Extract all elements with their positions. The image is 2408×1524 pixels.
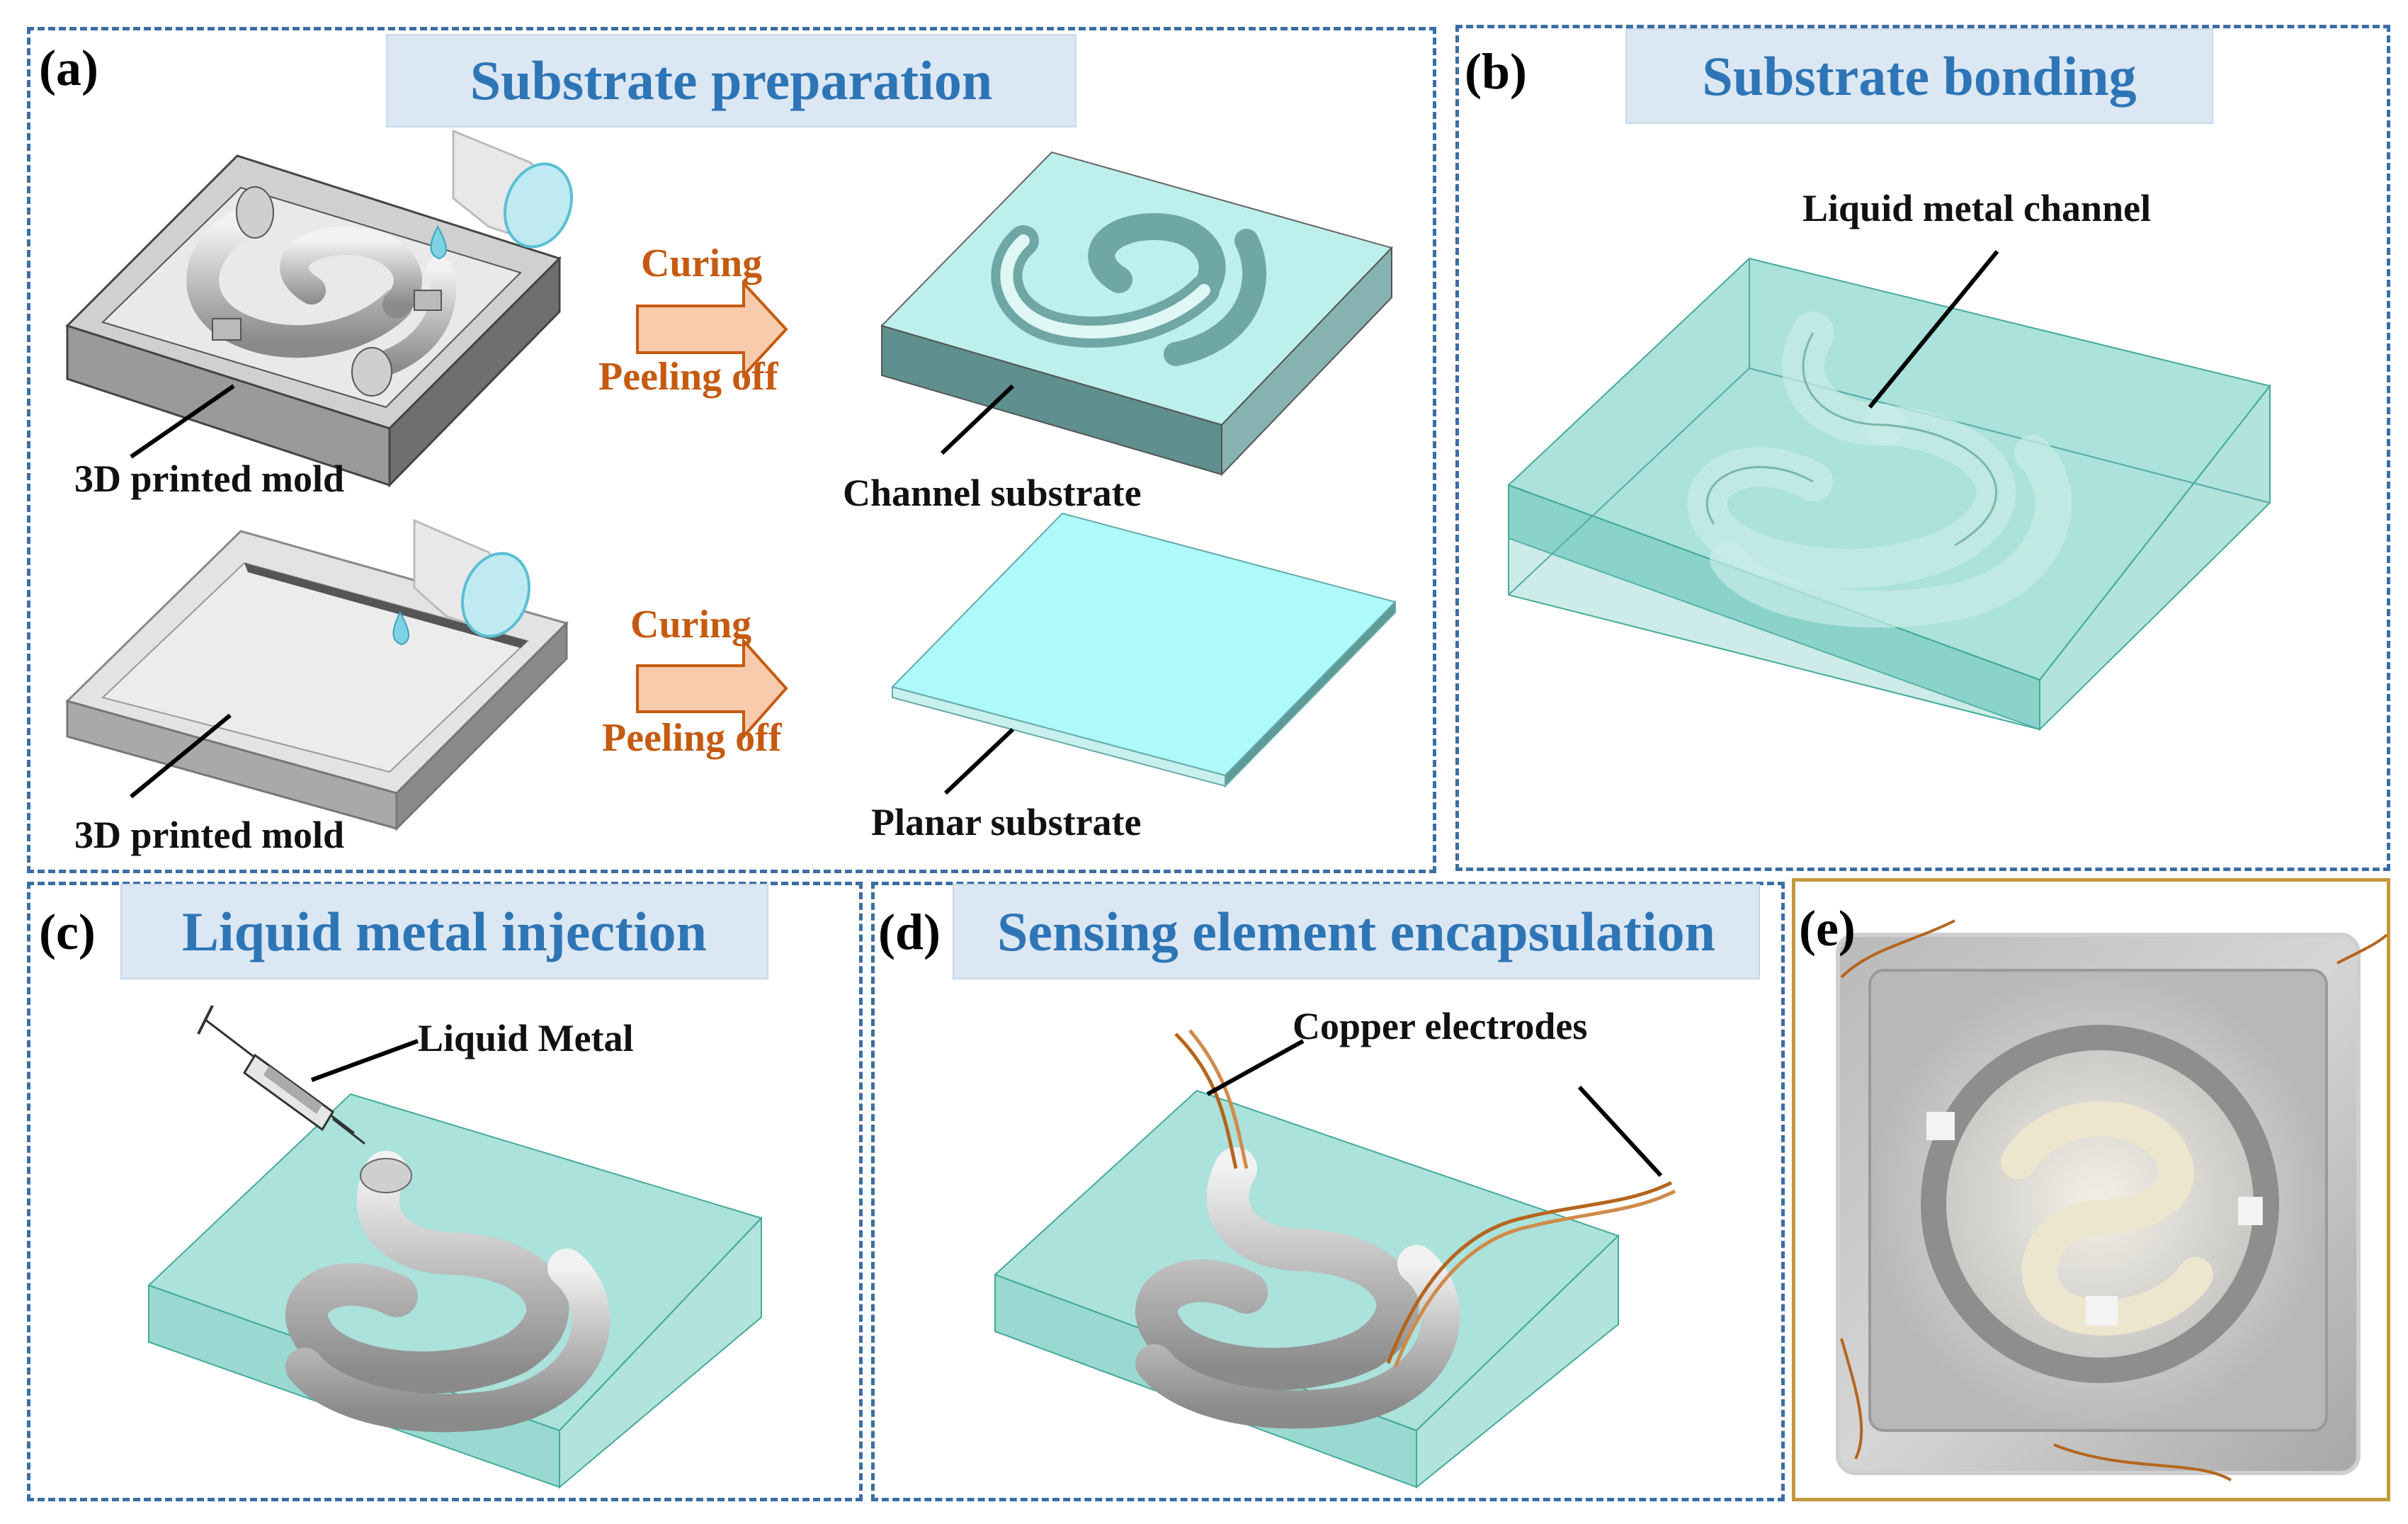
leader-mold-bottom xyxy=(130,713,232,799)
label-liquid-metal-channel: Liquid metal channel xyxy=(1802,187,2152,229)
process-arrow-top xyxy=(636,279,788,380)
beaker-top-icon xyxy=(430,129,574,260)
panel-d xyxy=(871,882,1785,1501)
title-liquid-metal-injection: Liquid metal injection xyxy=(120,884,768,979)
copper-wire-icon xyxy=(1174,1029,1676,1367)
label-3d-printed-mold-top: 3D printed mold xyxy=(74,457,345,500)
mold-top xyxy=(65,154,562,488)
label-planar-substrate: Planar substrate xyxy=(871,801,1142,843)
leader-mold-top xyxy=(130,384,235,459)
leader-liquid-metal xyxy=(310,1039,419,1082)
title-substrate-preparation: Substrate preparation xyxy=(386,34,1077,127)
panel-label-b: (b) xyxy=(1465,43,1527,100)
title-sensing-element-encapsulation: Sensing element encapsulation xyxy=(953,884,1760,979)
label-curing-top: Curing xyxy=(641,241,763,285)
panel-b xyxy=(1455,25,2390,871)
panel-label-c: (c) xyxy=(39,904,96,960)
label-liquid-metal: Liquid Metal xyxy=(418,1017,634,1059)
title-substrate-bonding: Substrate bonding xyxy=(1625,28,2213,124)
label-peeling-off-top: Peeling off xyxy=(598,355,778,399)
encapsulated-substrate-3d xyxy=(994,1089,1620,1489)
leader-liquid-metal-channel xyxy=(1868,250,1999,409)
label-3d-printed-mold-bottom: 3D printed mold xyxy=(74,814,345,856)
label-peeling-off-bottom: Peeling off xyxy=(602,716,782,760)
sensor-photo xyxy=(1836,919,2388,1482)
panel-label-e: (e) xyxy=(1799,900,1856,957)
channel-substrate-3d xyxy=(880,151,1393,477)
planar-substrate-3d xyxy=(891,512,1397,788)
panel-a xyxy=(27,27,1436,873)
panel-label-a: (a) xyxy=(39,40,98,96)
label-channel-substrate: Channel substrate xyxy=(843,472,1142,514)
leader-copper-electrodes-right xyxy=(1577,1085,1663,1178)
leader-channel-substrate xyxy=(940,384,1015,455)
process-arrow-bottom xyxy=(636,637,788,741)
leader-copper-electrodes-left xyxy=(1206,1039,1305,1096)
bonded-substrate-3d xyxy=(1507,257,2271,732)
panel-c xyxy=(27,882,863,1501)
beaker-bottom-icon xyxy=(392,518,531,646)
injection-substrate-3d xyxy=(147,1093,763,1489)
leader-planar-substrate xyxy=(943,727,1015,795)
label-copper-electrodes: Copper electrodes xyxy=(1293,1005,1588,1047)
panel-label-d: (d) xyxy=(878,904,941,960)
panel-e xyxy=(1792,878,2390,1501)
syringe-icon xyxy=(197,1005,365,1145)
label-curing-bottom: Curing xyxy=(630,603,752,647)
